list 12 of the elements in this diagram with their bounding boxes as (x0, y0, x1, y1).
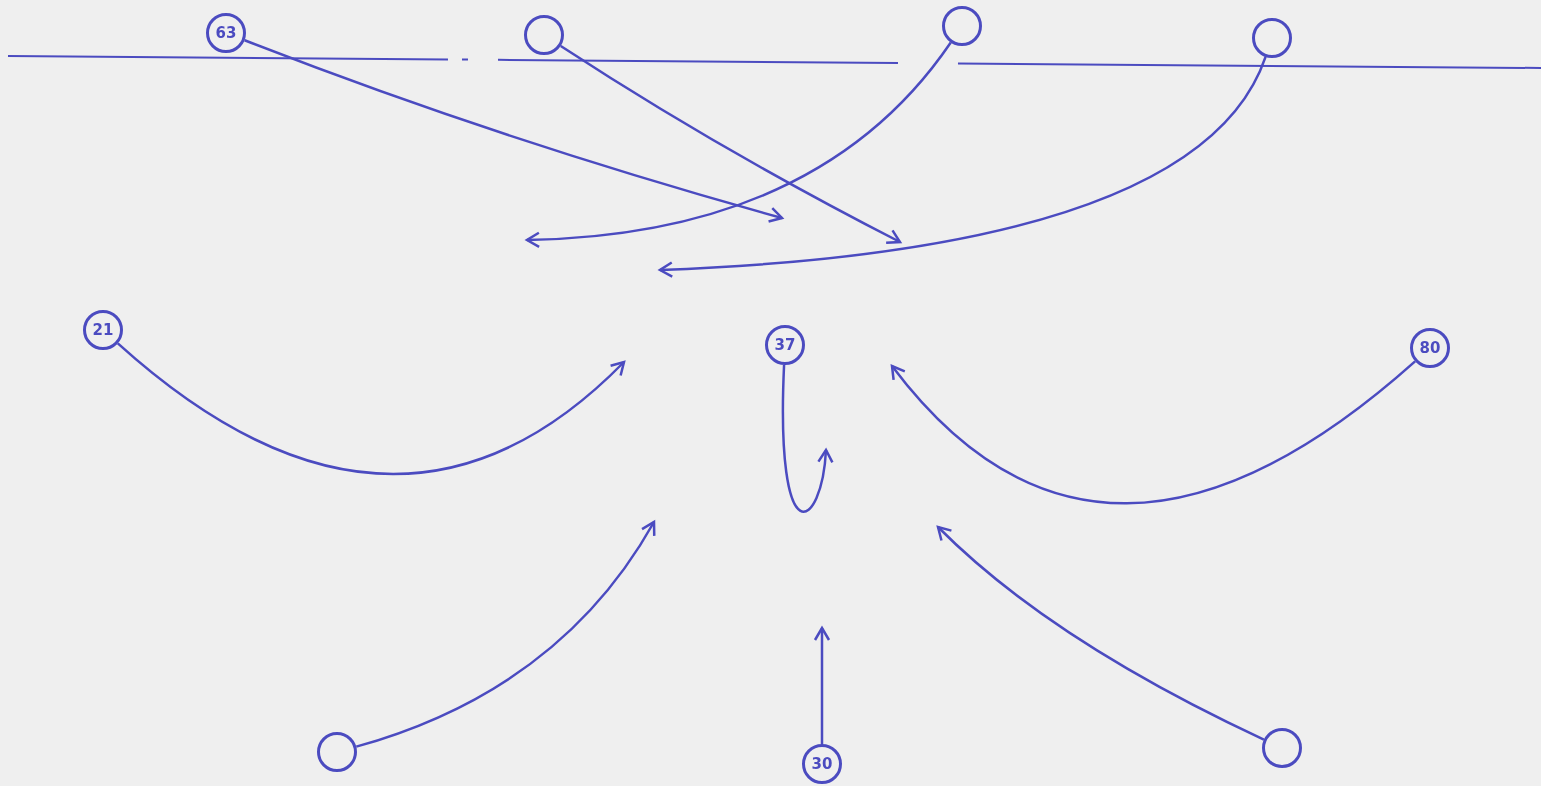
player-number: 21 (92, 319, 114, 341)
arrow (355, 520, 656, 748)
player-number: 37 (774, 334, 796, 356)
arrow (117, 342, 626, 476)
player-number: 30 (811, 753, 833, 775)
arrow (244, 39, 784, 223)
arrow (890, 360, 1416, 505)
player-number: 80 (1419, 337, 1441, 359)
arrow (658, 56, 1267, 278)
arrow (781, 364, 834, 513)
arrow (813, 626, 831, 744)
player-number: 63 (215, 22, 237, 44)
